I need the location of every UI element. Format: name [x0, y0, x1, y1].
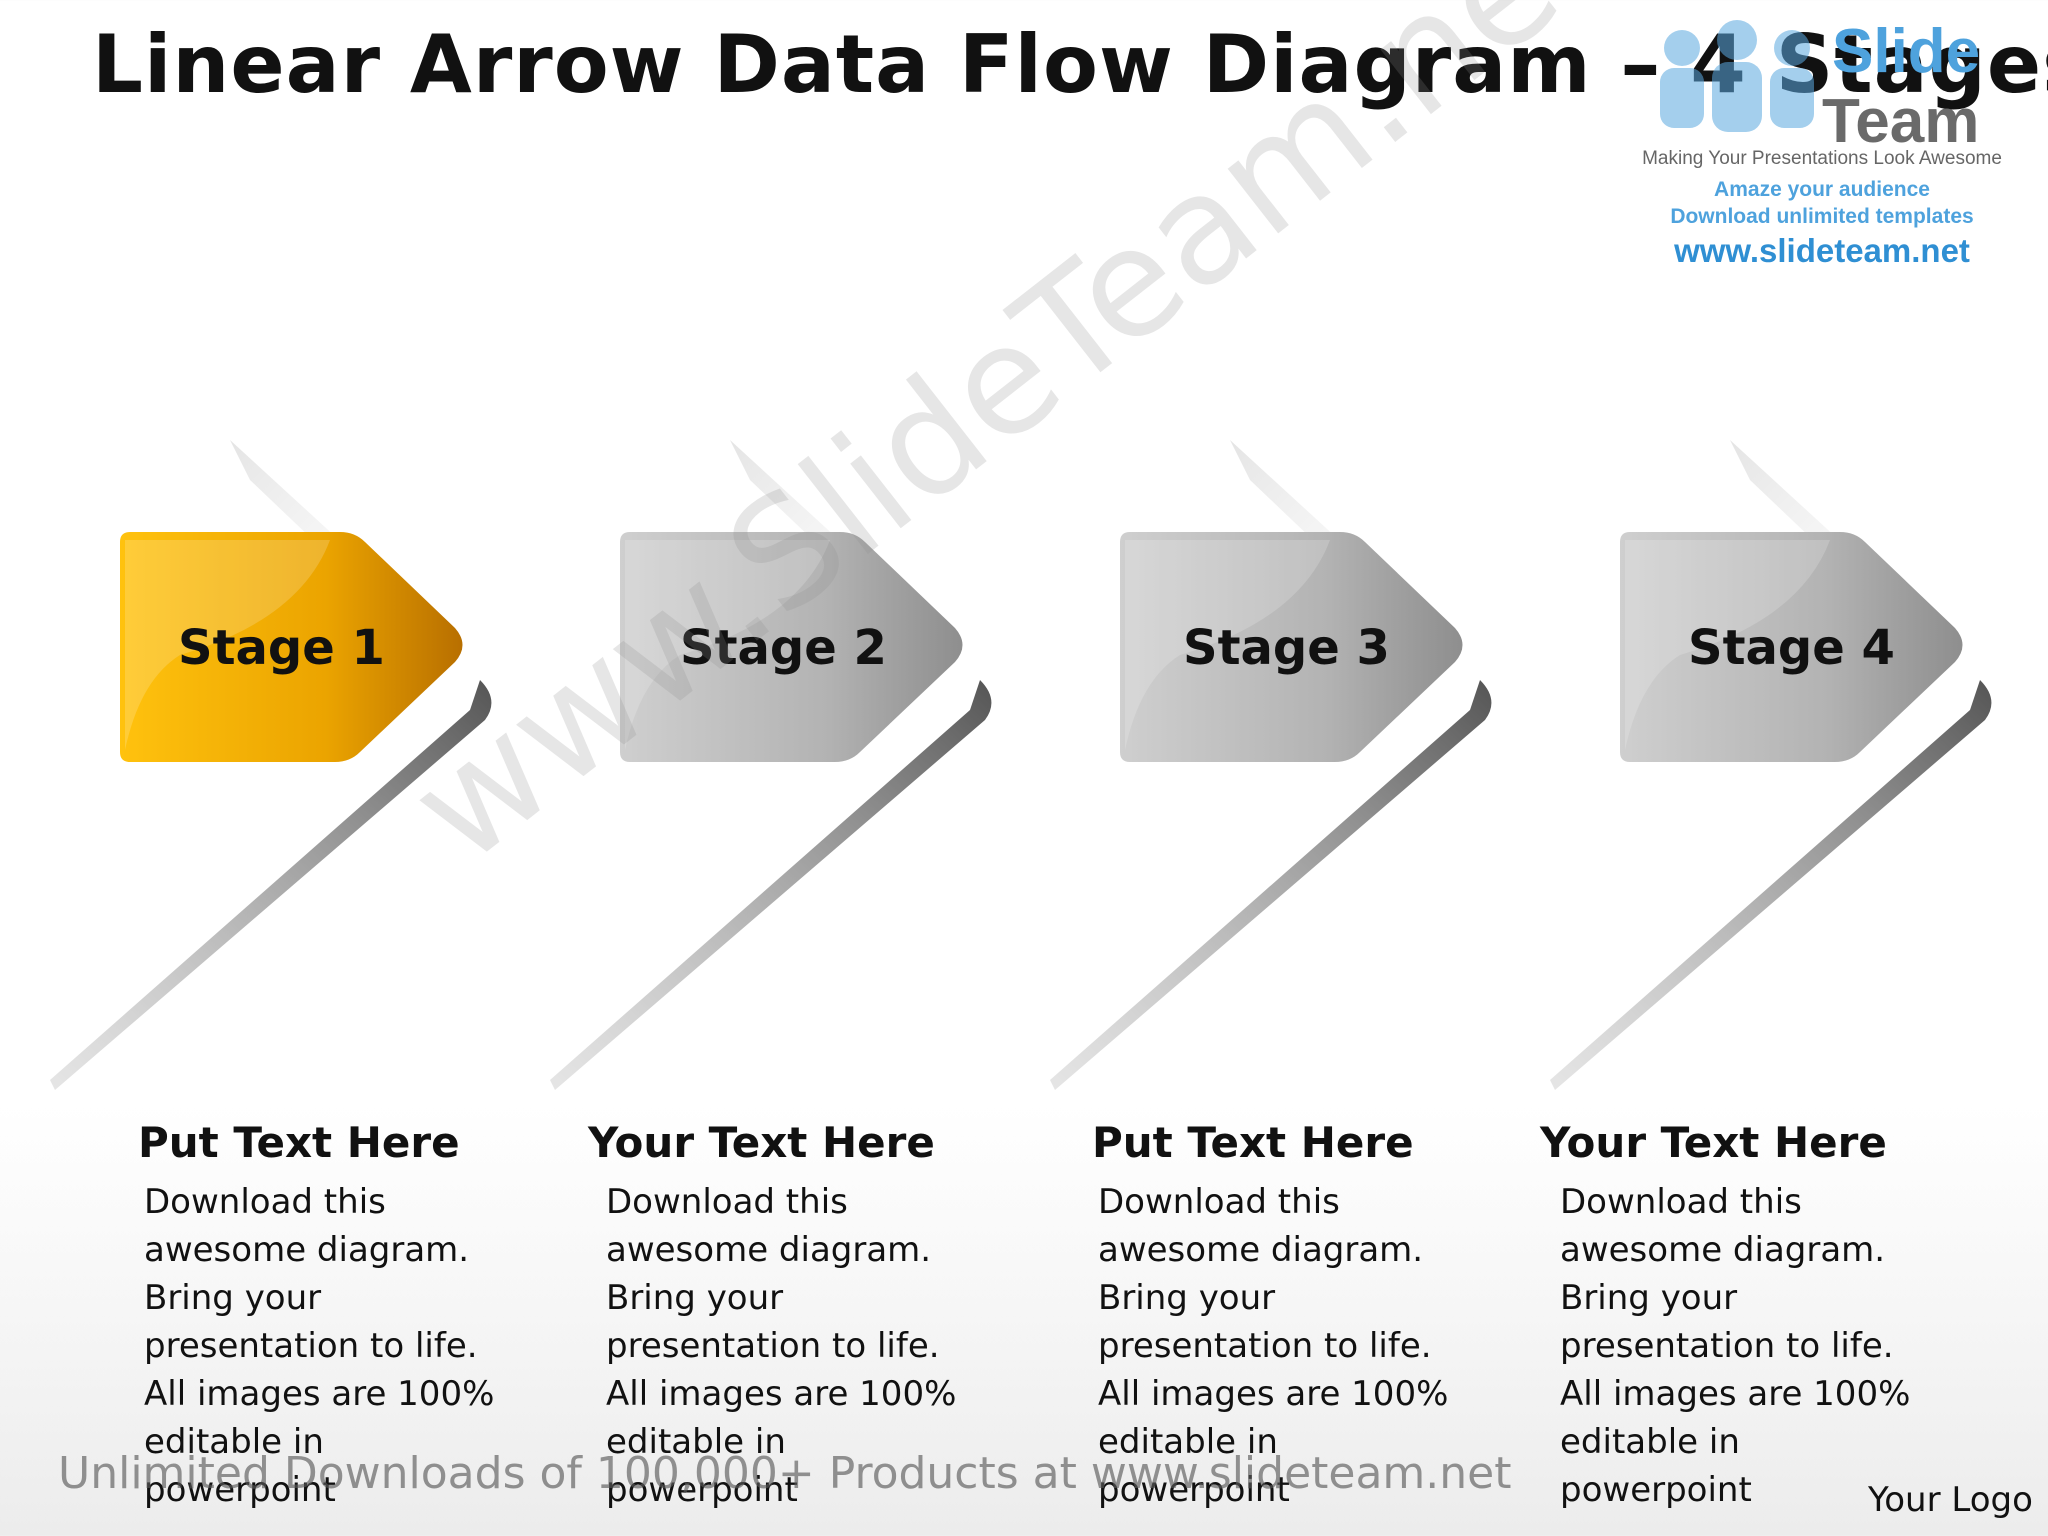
stage-2-label: Stage 2 — [680, 620, 887, 676]
stage-4-arrow — [1550, 440, 1992, 1090]
stage-2-body: Download this awesome diagram. Bring you… — [606, 1178, 966, 1514]
brand-line-1: Amaze your audience — [1714, 178, 1930, 201]
body-line: presentation to life. — [1098, 1326, 1432, 1366]
body-line: Bring your — [1560, 1278, 1738, 1318]
body-line: awesome diagram. — [144, 1230, 470, 1270]
body-line: awesome diagram. — [1098, 1230, 1424, 1270]
body-line: Bring your — [606, 1278, 784, 1318]
body-line: editable in — [144, 1422, 324, 1462]
body-line: Download this — [1560, 1182, 1802, 1222]
body-line: presentation to life. — [1560, 1326, 1894, 1366]
body-line: All images are 100% — [1098, 1374, 1449, 1414]
stage-3-heading: Put Text Here — [1092, 1118, 1414, 1167]
arrow-diagram — [50, 440, 1992, 1090]
stage-3-label: Stage 3 — [1183, 620, 1390, 676]
body-line: Bring your — [144, 1278, 322, 1318]
stage-4-heading: Your Text Here — [1540, 1118, 1887, 1167]
stage-2-arrow — [550, 440, 992, 1090]
body-line: editable in — [1560, 1422, 1740, 1462]
body-line: Bring your — [1098, 1278, 1276, 1318]
body-line: awesome diagram. — [1560, 1230, 1886, 1270]
stage-2-heading: Your Text Here — [588, 1118, 935, 1167]
body-line: powerpoint — [1560, 1470, 1752, 1510]
body-line: editable in — [606, 1422, 786, 1462]
brand-tagline: Making Your Presentations Look Awesome — [1642, 148, 2002, 169]
stage-4-body: Download this awesome diagram. Bring you… — [1560, 1178, 1920, 1514]
body-line: Download this — [144, 1182, 386, 1222]
stage-4-label: Stage 4 — [1688, 620, 1895, 676]
body-line: editable in — [1098, 1422, 1278, 1462]
body-line: awesome diagram. — [606, 1230, 932, 1270]
body-line: presentation to life. — [606, 1326, 940, 1366]
stage-1-body: Download this awesome diagram. Bring you… — [144, 1178, 504, 1514]
body-line: All images are 100% — [144, 1374, 495, 1414]
stage-1-heading: Put Text Here — [138, 1118, 460, 1167]
body-line: All images are 100% — [606, 1374, 957, 1414]
footer-banner: Unlimited Downloads of 100,000+ Products… — [58, 1448, 1512, 1499]
stage-3-arrow — [1050, 440, 1492, 1090]
stage-3-body: Download this awesome diagram. Bring you… — [1098, 1178, 1458, 1514]
brand-line-2: Download unlimited templates — [1670, 205, 1974, 228]
brand-word-slide: Slide — [1832, 17, 1981, 86]
body-line: Download this — [606, 1182, 848, 1222]
body-line: powerpoint — [606, 1470, 798, 1510]
body-line: All images are 100% — [1560, 1374, 1911, 1414]
body-line: presentation to life. — [144, 1326, 478, 1366]
body-line: Download this — [1098, 1182, 1340, 1222]
body-line: powerpoint — [144, 1470, 336, 1510]
body-line: powerpoint — [1098, 1470, 1290, 1510]
your-logo-placeholder: Your Logo — [1868, 1480, 2033, 1520]
brand-url[interactable]: www.slideteam.net — [1674, 232, 1970, 269]
stage-1-label: Stage 1 — [178, 620, 385, 676]
people-logo-icon — [1660, 20, 1814, 132]
brand-word-team: Team — [1822, 87, 1980, 156]
stage-1-arrow — [50, 440, 492, 1090]
slideteam-logo: Slide Team Making Your Presentations Loo… — [1612, 10, 2032, 270]
